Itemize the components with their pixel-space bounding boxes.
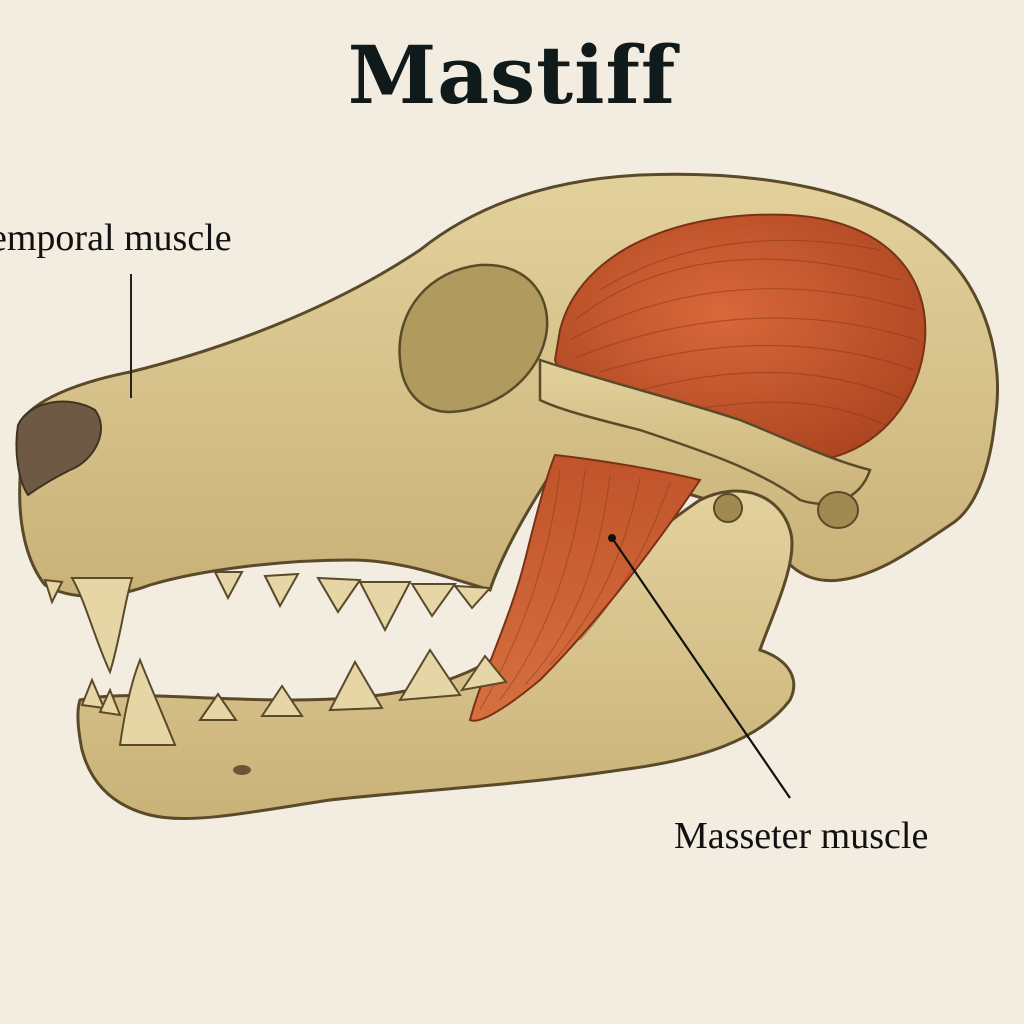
auditory-opening-small [713,493,743,523]
nasal-aperture [15,400,102,497]
masseter-muscle [468,453,702,722]
lower-teeth [80,648,508,746]
masseter-leader-line [611,537,791,799]
temporal-muscle-label: emporal muscle [0,217,232,259]
lower-canine [118,657,177,746]
auditory-opening [817,491,859,529]
masseter-leader-dot [608,534,616,542]
diagram-title: Mastiff [347,28,677,122]
eye-orbit [398,263,549,414]
temporal-muscle-fibers [569,239,919,426]
upper-canine [70,577,134,675]
masseter-muscle-fibers [479,469,671,711]
mental-foramen [233,765,251,775]
upper-teeth [43,571,493,675]
masseter-muscle-label: Masseter muscle [674,815,929,857]
